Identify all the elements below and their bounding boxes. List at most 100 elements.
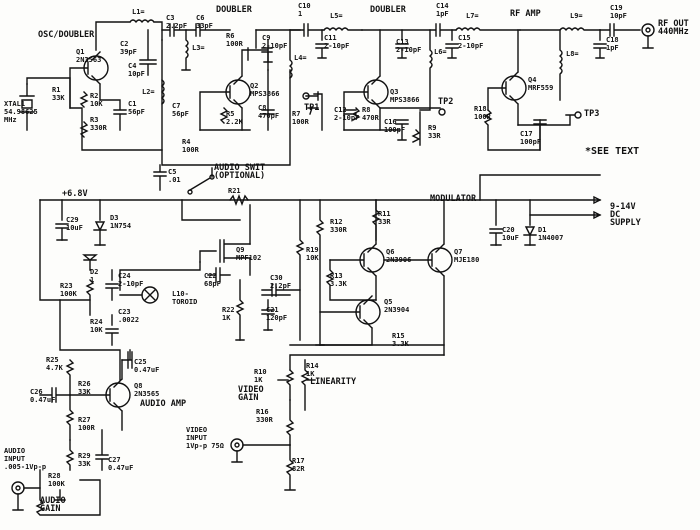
capacitor-c23: C23 .0022 [118, 308, 140, 324]
resistor-r15: R15 3.3K [392, 332, 409, 348]
inductor-l5: L5= [330, 12, 343, 20]
capacitor-c9: C9 2-10pF [262, 34, 288, 50]
diode-d1: D1 1N4007 [538, 226, 564, 242]
crystal-xtal1: XTAL1 54.98625 MHz [4, 100, 38, 124]
capacitor-c19: C19 10pF [610, 4, 627, 20]
transistor-q6: Q6 2N3906 [386, 248, 412, 264]
terminal-audio-input: AUDIO INPUT .005-1Vp-p [4, 447, 47, 471]
inductor-l4: L4= [294, 54, 307, 62]
resistor-r23: R23 100K [60, 282, 77, 298]
transistor-q7: Q7 MJE180 [454, 248, 480, 264]
capacitor-c11: C11 2-10pF [324, 34, 350, 50]
test-point-tp1: TP1 [304, 103, 320, 113]
capacitor-c5: C5 .01 [168, 168, 181, 184]
resistor-r6: R6 100R [226, 32, 243, 48]
transistor-q2: Q2 MPS3866 [250, 82, 280, 98]
capacitor-c26: C26 0.47uF [30, 388, 56, 404]
resistor-r28: R28 100K [48, 472, 65, 488]
resistor-r11: R11 33R [378, 210, 391, 226]
toroid-l10: L10- TOROID [172, 290, 198, 306]
resistor-r7: R7 100R [292, 110, 309, 126]
resistor-r21: R21 [228, 187, 241, 195]
transistor-q5: Q5 2N3904 [384, 298, 410, 314]
capacitor-c3: C3 2.2pF [166, 14, 188, 30]
capacitor-c7: C7 56pF [172, 102, 189, 118]
inductor-l6: L6= [434, 48, 447, 56]
inductor-l9: L9= [570, 12, 583, 20]
resistor-r12: R12 330R [330, 218, 347, 234]
capacitor-c1: C1 56pF [128, 100, 145, 116]
resistor-r9: R9 33R [428, 124, 441, 140]
resistor-r10: R10 1K [254, 368, 267, 384]
capacitor-c22: C22 68pF [204, 272, 221, 288]
resistor-r1: R1 33K [52, 86, 65, 102]
transistor-q3: Q3 MPS3866 [390, 88, 420, 104]
capacitor-c16: C16 100pF [384, 118, 406, 134]
resistor-r8: R8 470R [362, 106, 379, 122]
capacitor-c29: C29 10uF [66, 216, 83, 232]
resistor-r4: R4 100R [182, 138, 199, 154]
resistor-r26: R26 33K [78, 380, 91, 396]
resistor-r5: R5 2.2K [226, 110, 243, 126]
resistor-r3: R3 330R [90, 116, 107, 132]
diode-d3: D3 1N754 [110, 214, 132, 230]
inductor-l7: L7= [466, 12, 479, 20]
section-audio-amp: AUDIO AMP [140, 399, 187, 409]
capacitor-c4: C4 10pF [128, 62, 145, 78]
label-audio-switch: AUDIO SWIT (OPTIONAL) [214, 163, 266, 181]
resistor-r19: R19 10K [306, 246, 319, 262]
capacitor-c12: C12 2-10pF [334, 106, 360, 122]
terminal-plus-6v: +6.8V [62, 189, 88, 199]
inductor-l8: L8= [566, 50, 579, 58]
resistor-r17: R17 82R [292, 457, 305, 473]
section-doubler-1: DOUBLER [216, 5, 252, 15]
section-osc-doubler: OSC/DOUBLER [38, 30, 95, 40]
resistor-r13: R13 3.3K [330, 272, 347, 288]
capacitor-c21: C21 120pF [266, 306, 288, 322]
resistor-r22: R22 1K [222, 306, 235, 322]
capacitor-c15: C15 2-10pF [458, 34, 484, 50]
note-see-text: *SEE TEXT [585, 146, 640, 157]
resistor-r14: R14 1K [306, 362, 319, 378]
transistor-q8: Q8 2N3565 [134, 382, 160, 398]
capacitor-c24: C24 2-10pF [118, 272, 144, 288]
resistor-r18: R18 100R [474, 105, 491, 121]
capacitor-c18: C18 1pF [606, 36, 619, 52]
resistor-r24: R24 10K [90, 318, 103, 334]
capacitor-c14: C14 1pF [436, 2, 449, 18]
capacitor-c25: C25 0.47uF [134, 358, 160, 374]
resistor-r2: R2 10K [90, 92, 103, 108]
transistor-q1: Q1 2N3563 [76, 48, 102, 64]
resistor-r29: R29 33K [78, 452, 91, 468]
section-doubler-2: DOUBLER [370, 5, 406, 15]
capacitor-c20: C20 10uF [502, 226, 519, 242]
capacitor-c30: C30 2.2pF [270, 274, 292, 290]
inductor-l3: L3= [192, 44, 205, 52]
resistor-r27: R27 100R [78, 416, 95, 432]
capacitor-c17: C17 100pF [520, 130, 542, 146]
transistor-q9: Q9 MPF102 [236, 246, 262, 262]
transistor-q4: Q4 MRF559 [528, 76, 554, 92]
test-point-tp3: TP3 [584, 109, 600, 119]
capacitor-c6: C6 33pF [196, 14, 213, 30]
diode-d2: D2 1 [90, 268, 99, 284]
terminal-video-input: VIDEO INPUT 1Vp-p 75Ω [186, 426, 224, 450]
capacitor-c10: C10 1 [298, 2, 311, 18]
capacitor-c2: C2 39pF [120, 40, 137, 56]
capacitor-c13: C13 2-10pF [396, 38, 422, 54]
label-video-gain: VIDEO GAIN [238, 385, 264, 403]
section-modulator: MODULATOR [430, 194, 477, 204]
section-rf-amp: RF AMP [510, 9, 541, 19]
terminal-supply: 9-14V DC SUPPLY [610, 202, 641, 228]
resistor-r16: R16 330R [256, 408, 273, 424]
label-linearity: LINEARITY [310, 377, 357, 387]
inductor-l1: L1= [132, 8, 145, 16]
capacitor-c8: C8 470pF [258, 104, 280, 120]
test-point-tp2: TP2 [438, 97, 454, 107]
resistor-r25: R25 4.7K [46, 356, 63, 372]
label-audio-gain: AUDIO GAIN [40, 496, 66, 514]
terminal-rf-out: RF OUT 440MHz [658, 19, 689, 37]
capacitor-c27: C27 0.47uF [108, 456, 134, 472]
